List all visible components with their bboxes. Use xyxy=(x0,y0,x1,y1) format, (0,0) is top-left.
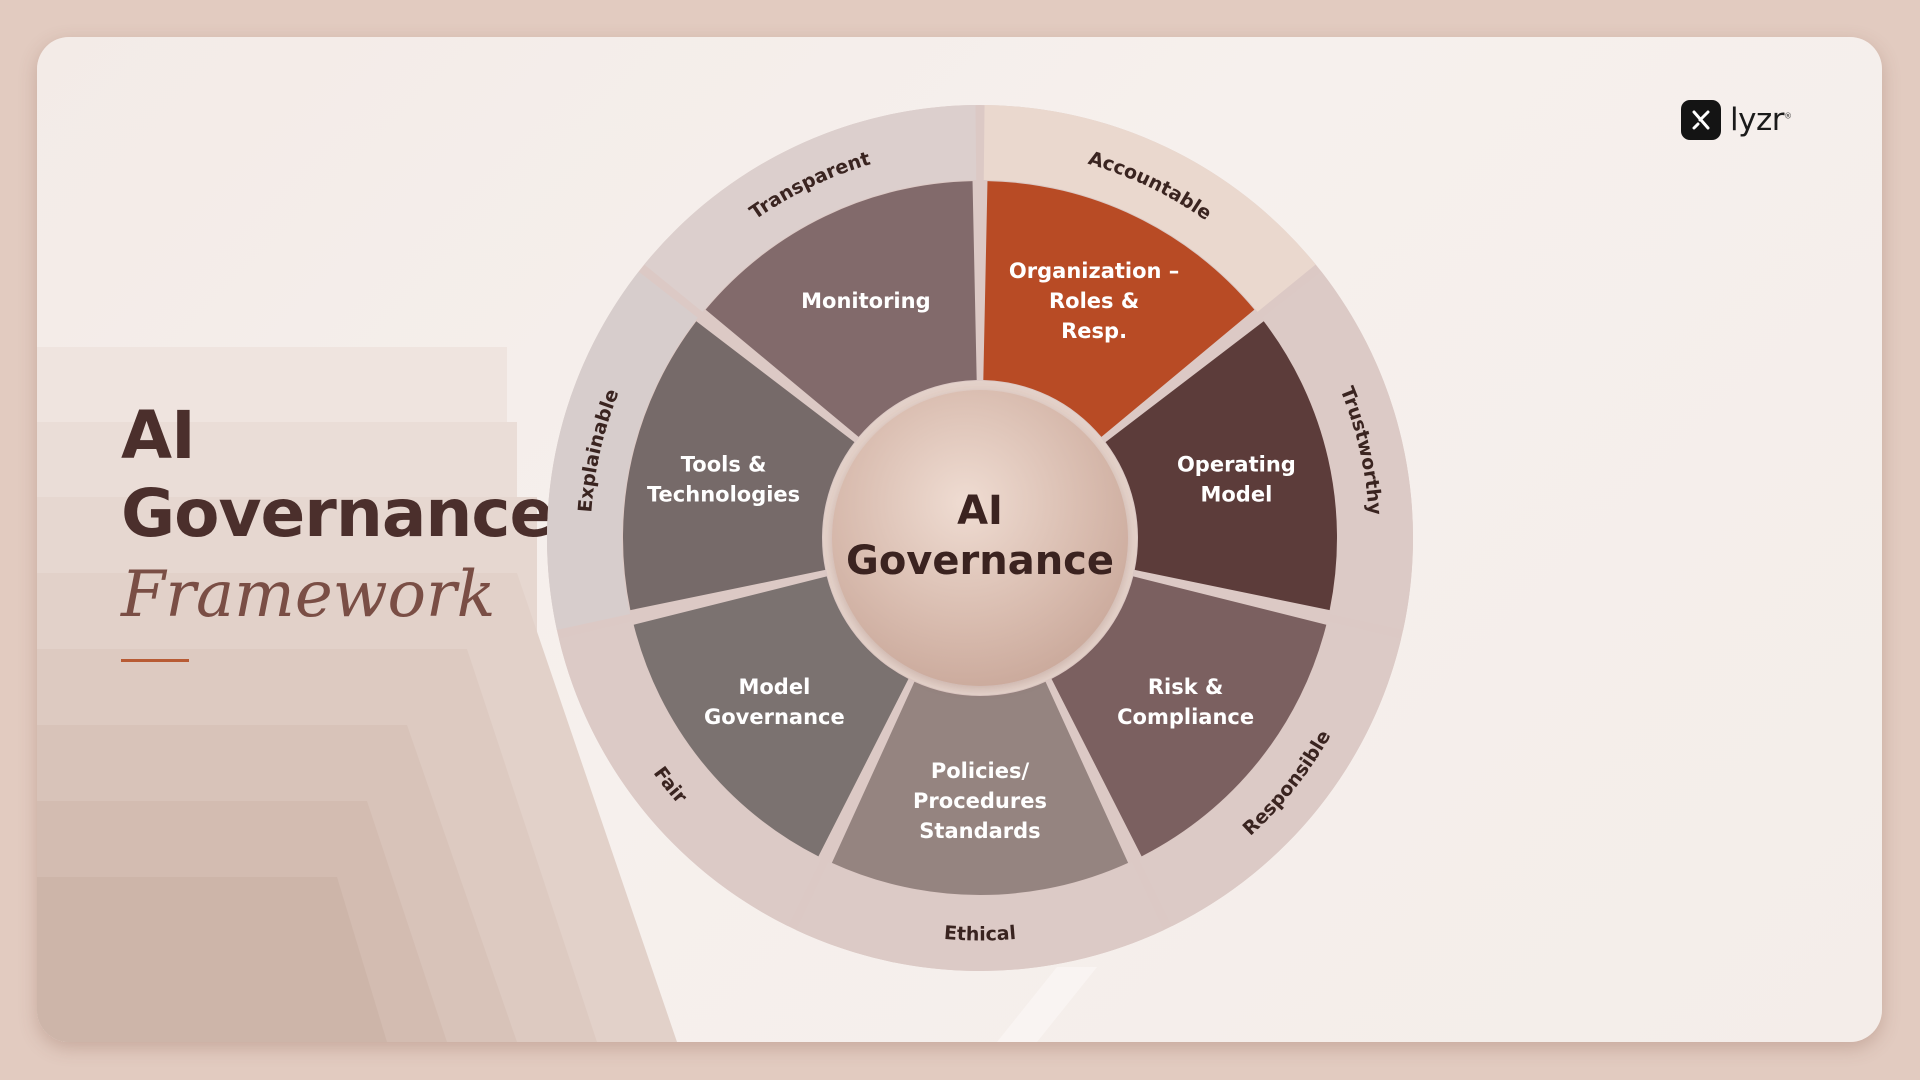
segment-monitoring xyxy=(705,181,977,437)
lyzr-logo-icon xyxy=(1681,100,1721,140)
background-bands xyxy=(37,347,1097,1042)
ring-segment-ethical xyxy=(796,862,1164,971)
segment-label-monitoring: Monitoring xyxy=(801,289,930,313)
title-block: AI Governance Framework xyxy=(121,397,554,662)
ring-segment-transparent xyxy=(644,105,977,312)
ring-segment-accountable xyxy=(983,105,1316,312)
ring-label-ethical: Ethical xyxy=(943,922,1016,946)
segment-policies xyxy=(831,681,1129,896)
segment-risk-compliance xyxy=(1051,576,1327,857)
segment-tools xyxy=(623,321,855,611)
segment-model-governance xyxy=(633,576,909,857)
title-script: Framework xyxy=(121,558,496,632)
ring-segment-explainable xyxy=(546,271,698,630)
title-line-2: Governance xyxy=(121,475,554,552)
segment-label-tools: Tools &Technologies xyxy=(647,452,800,506)
segment-operating-model xyxy=(1105,321,1337,611)
ring-segment-trustworthy xyxy=(1262,271,1413,630)
title-underline xyxy=(121,659,189,662)
logo-text: lyzr® xyxy=(1730,102,1792,138)
title-line-1: AI xyxy=(121,397,196,474)
segment-organization xyxy=(983,181,1255,437)
segment-label-organization: Organization –Roles &Resp. xyxy=(1009,259,1179,343)
segment-label-risk-compliance: Risk &Compliance xyxy=(1117,675,1254,729)
ring-segment-responsible xyxy=(1138,621,1402,927)
logo: lyzr® xyxy=(1681,100,1792,140)
ring-segment-fair xyxy=(558,621,822,927)
hub-circle xyxy=(832,390,1128,686)
